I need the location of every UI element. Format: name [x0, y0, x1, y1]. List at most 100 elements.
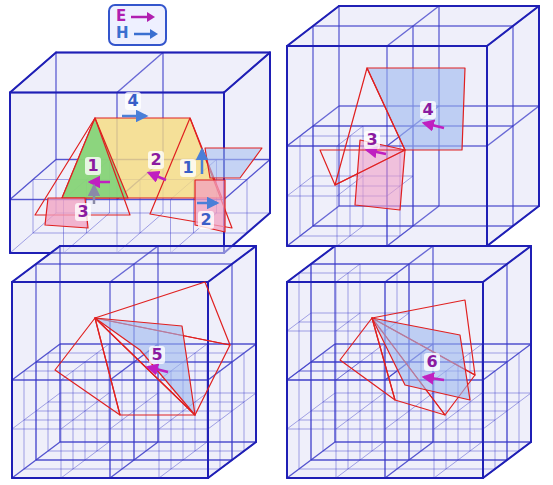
grid-line [11, 282, 12, 478]
grid-line [110, 393, 158, 429]
grid-line [208, 393, 256, 429]
callout-number: 6 [424, 353, 439, 371]
cube-edge [287, 45, 487, 47]
field-arrow [197, 202, 217, 205]
field-plane [320, 150, 405, 185]
grid-line [336, 313, 360, 331]
field-plane [95, 318, 230, 415]
grid-line [287, 226, 313, 246]
field-plane [55, 318, 120, 415]
callout-number: 4 [420, 101, 435, 119]
grid-line [483, 344, 531, 380]
cube-edge [335, 245, 531, 247]
grid-line [60, 245, 256, 246]
grid-line [336, 393, 384, 429]
grid-line [224, 53, 270, 93]
grid-line [287, 281, 483, 282]
cube-edge [56, 52, 270, 54]
grid-line [287, 176, 313, 196]
field-plane [195, 180, 225, 232]
legend-text: H [116, 25, 129, 42]
legend: EH [108, 4, 167, 46]
grid-line [12, 281, 208, 282]
cube-edge [286, 46, 288, 246]
grid-line [530, 246, 531, 442]
grid-line [286, 282, 287, 478]
grid-line [56, 52, 270, 53]
cube-edge [286, 282, 288, 478]
grid-line [12, 246, 60, 282]
grid-line [287, 45, 487, 46]
cube-edge [487, 206, 539, 246]
cube-edge [483, 246, 531, 282]
legend-text: E [116, 8, 126, 25]
cube-edge [60, 245, 256, 247]
cube-edge [486, 46, 488, 246]
cube-edge [538, 6, 540, 206]
grid-line [61, 442, 109, 478]
cell-face [287, 282, 483, 478]
grid-line [538, 6, 539, 206]
cube-edge [483, 442, 531, 478]
callout-number: 2 [148, 151, 163, 169]
legend-row: E [116, 8, 159, 25]
grid-line [33, 180, 34, 234]
grid-line [434, 442, 482, 478]
grid-line [287, 6, 339, 46]
grid-line [117, 53, 163, 93]
grid-line [487, 106, 539, 146]
callout-number: 1 [85, 157, 100, 175]
cell-face [287, 46, 487, 246]
field-arrow [122, 115, 146, 118]
grid-line [55, 53, 56, 160]
grid-line [336, 362, 360, 380]
cell-grid [287, 246, 531, 478]
cube-edge [12, 281, 208, 283]
cell-face [10, 53, 270, 93]
cell-face [12, 282, 208, 478]
grid-line [335, 245, 531, 246]
field-plane [95, 318, 195, 415]
legend-arrow [130, 11, 156, 23]
grid-line [208, 246, 256, 282]
cell-grid [12, 246, 256, 478]
grid-line [482, 282, 483, 478]
grid-line [286, 46, 287, 246]
field-arrow [367, 150, 386, 154]
callout-number: 1 [180, 159, 195, 177]
callout-number: 4 [125, 92, 140, 110]
callout-number: 2 [198, 211, 213, 229]
grid-line [336, 442, 384, 478]
grid-line [287, 393, 335, 429]
cube-edge [487, 6, 539, 46]
field-plane [372, 318, 475, 415]
grid-line [287, 313, 311, 331]
grid-line [337, 226, 363, 246]
cube-edge [12, 477, 208, 479]
grid-line [12, 477, 208, 478]
grid-line [387, 226, 413, 246]
grid-line [387, 6, 439, 46]
cube-edge [208, 246, 256, 282]
grid-line [12, 442, 60, 478]
cell-face [10, 93, 224, 254]
cube-edge [287, 281, 483, 283]
grid-line [287, 478, 483, 479]
cube-edge [482, 282, 484, 478]
grid-line [61, 344, 109, 380]
field-arrow [201, 150, 204, 174]
field-arrow [149, 173, 166, 180]
grid-line [255, 246, 256, 442]
callout-number: 3 [75, 203, 90, 221]
cube-edge [208, 442, 256, 478]
cell-grid [287, 6, 539, 246]
cube-edge [9, 93, 11, 254]
grid-line [170, 200, 171, 254]
grid-line [487, 206, 539, 246]
cube-edge [10, 53, 56, 93]
grid-line [287, 442, 335, 478]
cube-edge [287, 246, 335, 282]
cube-edge [287, 6, 339, 46]
grid-line [486, 46, 487, 246]
